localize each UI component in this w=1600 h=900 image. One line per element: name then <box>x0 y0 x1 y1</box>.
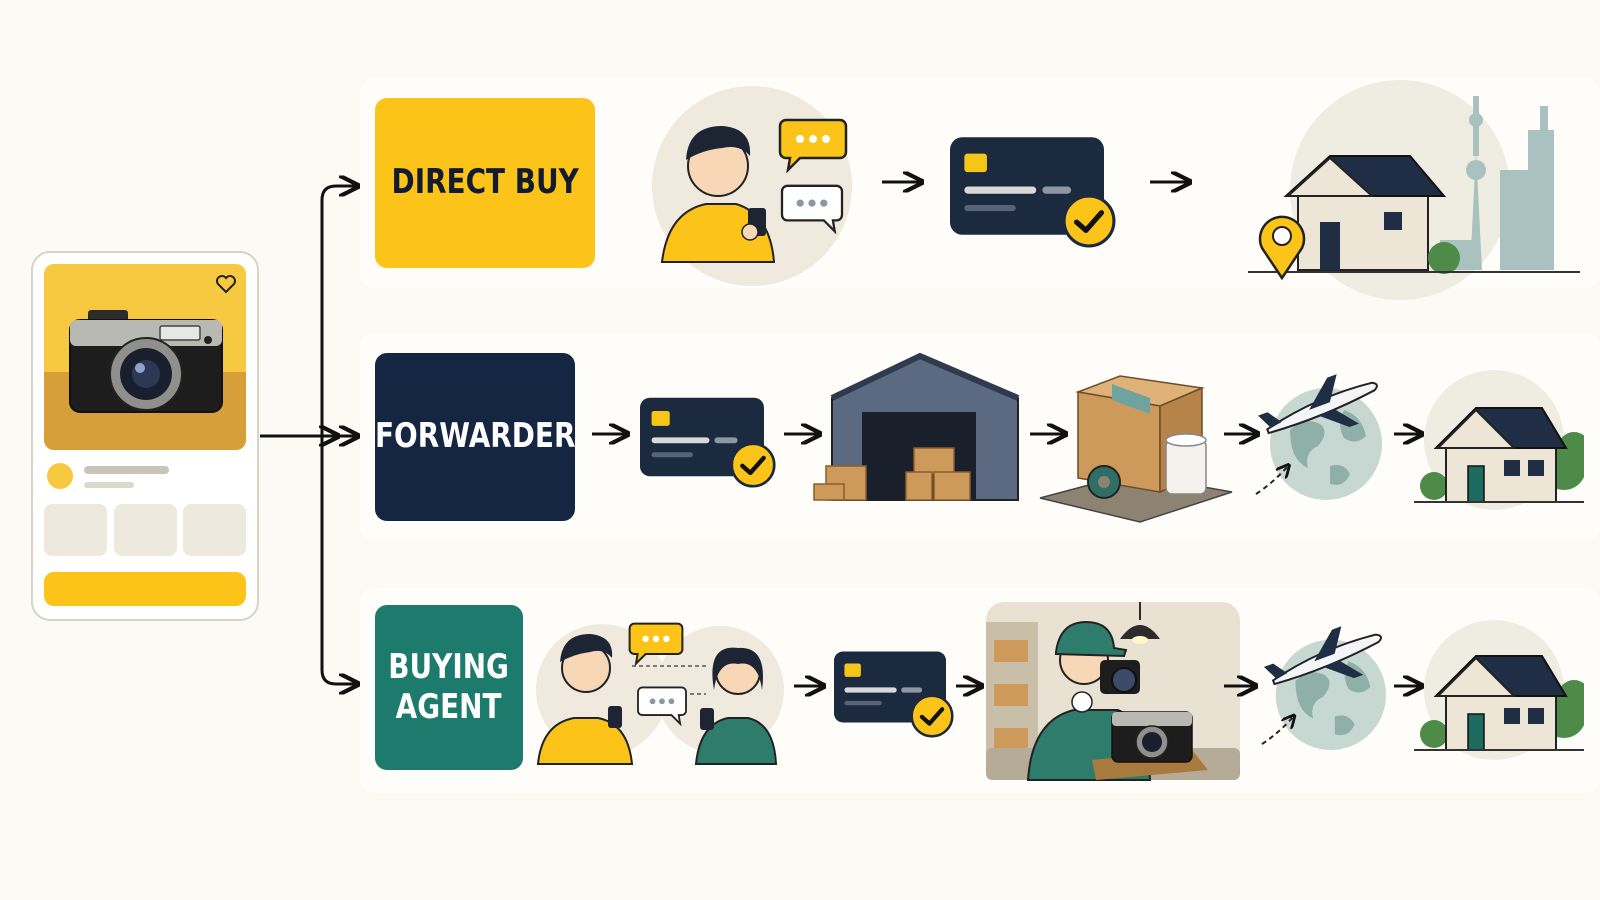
direct-buy-text: DIRECT BUY <box>391 162 579 203</box>
package-box-icon <box>1039 375 1233 523</box>
house-icon <box>1414 370 1584 510</box>
product-listing-phone-icon <box>31 251 259 621</box>
camera-icon <box>1111 711 1193 763</box>
house-icon <box>1283 155 1460 274</box>
warehouse-icon <box>813 352 1020 501</box>
location-pin-icon <box>1258 215 1306 281</box>
direct-buy-label: DIRECT BUY <box>375 98 595 268</box>
branch-connector <box>260 186 356 684</box>
direct-buy-chat-illustration <box>652 86 852 286</box>
forwarder-label: FORWARDER <box>375 353 575 521</box>
credit-card-icon <box>640 397 774 486</box>
camera-icon <box>69 310 223 413</box>
city-skyline-icon <box>1440 96 1554 270</box>
buying-agent-text-line2: AGENT <box>396 686 502 727</box>
credit-card-icon <box>950 137 1114 246</box>
buying-agent-label: BUYING AGENT <box>375 605 523 770</box>
buying-agent-text-line1: BUYING <box>388 647 510 688</box>
check-badge-icon <box>732 444 774 486</box>
forwarder-text: FORWARDER <box>374 416 576 457</box>
city-home-destination <box>1248 80 1580 300</box>
heart-icon <box>216 275 236 294</box>
inspector-person-icon <box>986 602 1240 781</box>
house-icon <box>1414 620 1584 760</box>
package-box-icon <box>813 447 971 501</box>
agent-chat-illustration <box>536 622 784 765</box>
check-badge-icon <box>912 696 953 737</box>
check-badge-icon <box>1064 196 1114 246</box>
